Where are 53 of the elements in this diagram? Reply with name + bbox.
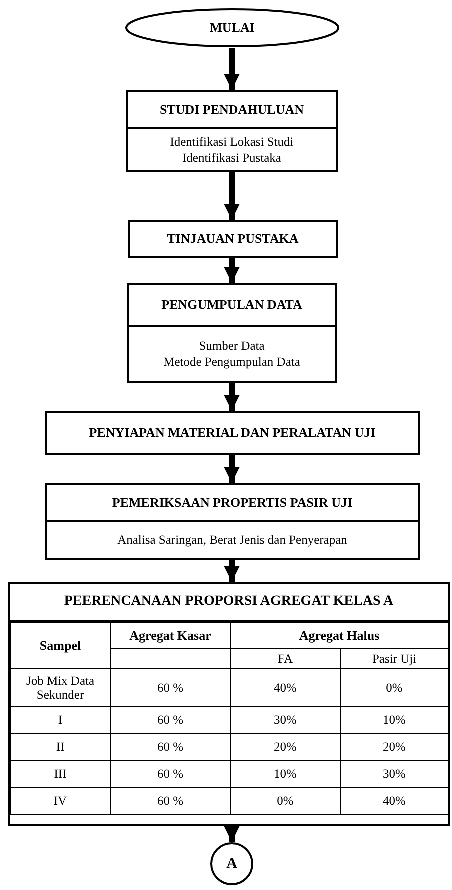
table-header: Sampel	[10, 622, 110, 668]
node-label: A	[226, 854, 238, 874]
process-box	[45, 411, 420, 455]
box-text: Identifikasi Pustaka	[182, 150, 282, 166]
process-box	[126, 90, 338, 172]
table-cell: I	[10, 706, 110, 734]
process-box	[127, 283, 337, 383]
arrow	[224, 560, 240, 582]
arrow	[224, 48, 240, 90]
table-cell: 30%	[230, 706, 340, 734]
table-cell: 0%	[230, 788, 340, 814]
table-cell: III	[10, 760, 110, 788]
table-cell: 60 %	[110, 734, 230, 760]
table-cell: 20%	[340, 734, 449, 760]
table-cell: 60 %	[110, 706, 230, 734]
table-cell: Job Mix Data Sekunder	[10, 668, 110, 706]
table-cell: 40%	[230, 668, 340, 706]
arrow	[224, 826, 240, 842]
table-header: Agregat Halus	[230, 622, 449, 648]
process-box	[45, 483, 420, 560]
table-cell: 60 %	[110, 668, 230, 706]
process-box	[128, 220, 338, 258]
table-cell: 60 %	[110, 788, 230, 814]
box-heading: STUDI PENDAHULUAN	[128, 92, 336, 129]
table-cell: FA	[230, 648, 340, 668]
table-cell: 10%	[230, 760, 340, 788]
table-cell: Pasir Uji	[340, 648, 449, 668]
box-text: Metode Pengumpulan Data	[162, 354, 302, 370]
table-cell: 10%	[340, 706, 449, 734]
box-heading: PEERENCANAAN PROPORSI AGREGAT KELAS A	[10, 584, 448, 622]
box-heading: PENGUMPULAN DATA	[129, 285, 335, 327]
table-cell: 60 %	[110, 760, 230, 788]
box-heading: PEMERIKSAAN PROPERTIS PASIR UJI	[47, 485, 418, 522]
table-cell: 40%	[340, 788, 449, 814]
table-cell: IV	[10, 788, 110, 814]
box-text: Sumber Data	[198, 338, 266, 354]
table-cell: 30%	[340, 760, 449, 788]
box-text: Analisa Saringan, Berat Jenis dan Penyerapan	[116, 532, 348, 548]
arrow	[224, 172, 240, 220]
arrow	[224, 383, 240, 411]
arrow	[224, 455, 240, 483]
table-box	[8, 582, 450, 826]
box-text: Identifikasi Lokasi Studi	[169, 134, 295, 150]
box-heading: PENYIAPAN MATERIAL DAN PERALATAN UJI	[88, 424, 377, 442]
arrow	[224, 258, 240, 283]
table-cell: II	[10, 734, 110, 760]
node-label: MULAI	[209, 19, 256, 37]
box-heading: TINJAUAN PUSTAKA	[166, 230, 300, 248]
connector-circle	[210, 842, 254, 886]
table-cell: 0%	[340, 668, 449, 706]
table-cell: 20%	[230, 734, 340, 760]
table-header: Agregat Kasar	[110, 622, 230, 648]
terminal-ellipse	[125, 8, 340, 48]
